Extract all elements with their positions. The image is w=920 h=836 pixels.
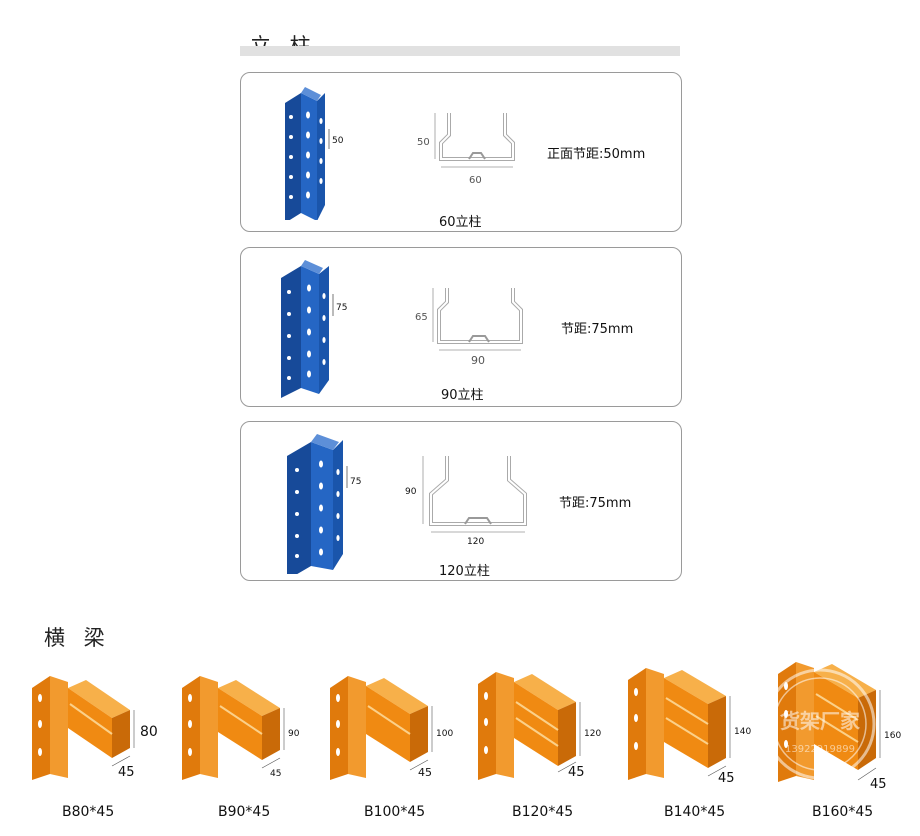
beam-illustration: 80 45: [32, 676, 158, 780]
beam-illustration: 100 45: [330, 676, 453, 780]
watermark-text-main: 货架厂家: [780, 709, 861, 733]
pitch-spec: 正面节距:50mm: [547, 147, 646, 162]
watermark-text-phone: 13922919899: [785, 744, 855, 755]
beam-height-dim: 140: [734, 727, 751, 737]
profile-width-dim: 120: [467, 537, 484, 547]
watermark-seal: 货架厂家 13922919899: [764, 668, 876, 780]
beam-illustration: 90 45: [182, 676, 300, 780]
beam-illustration: 120 45: [478, 672, 601, 780]
beam-label: B80*45: [62, 804, 115, 820]
beam-width-dim: 45: [568, 765, 585, 780]
beam-label: B160*45: [812, 804, 874, 820]
post-pitch-dim: 75: [336, 303, 347, 313]
beam-height-dim: 90: [288, 729, 300, 739]
pitch-spec: 节距:75mm: [561, 322, 634, 337]
upright-caption: 60立柱: [439, 215, 482, 230]
beam-width-dim: 45: [718, 771, 735, 786]
upright-post-illustration: 75: [281, 260, 347, 398]
post-pitch-dim: 75: [350, 477, 361, 487]
beam-illustration: 160 45: [778, 662, 901, 792]
beam-height-dim: 160: [884, 731, 901, 741]
upright-post-illustration: 75: [287, 434, 361, 574]
upright-profile-drawing: 90 120: [405, 456, 527, 547]
upright-panel-90: 75 65 90 节距:75mm 90立柱: [240, 247, 682, 407]
beam-width-dim: 45: [118, 765, 135, 780]
beams-section-title: 横 梁: [44, 626, 111, 650]
pitch-spec: 节距:75mm: [559, 496, 632, 511]
upright-profile-drawing: 65 90: [415, 288, 523, 367]
beam-label: B120*45: [512, 804, 574, 820]
profile-height-dim: 50: [417, 137, 430, 148]
beam-illustration: 140 45: [628, 668, 751, 786]
beam-height-dim: 80: [140, 724, 158, 740]
upright-caption: 90立柱: [441, 388, 484, 403]
uprights-title-underline: [240, 46, 680, 56]
upright-caption: 120立柱: [439, 564, 490, 579]
beam-height-dim: 120: [584, 729, 601, 739]
beam-width-dim: 45: [418, 766, 432, 779]
profile-width-dim: 90: [471, 354, 485, 367]
upright-panel-60: 50 50 60 正面节距:50mm 60立柱: [240, 72, 682, 232]
beam-label: B90*45: [218, 804, 271, 820]
beam-width-dim: 45: [270, 769, 281, 779]
post-pitch-dim: 50: [332, 136, 344, 146]
profile-height-dim: 65: [415, 312, 428, 323]
beam-label: B140*45: [664, 804, 726, 820]
profile-width-dim: 60: [469, 175, 482, 186]
beam-height-dim: 100: [436, 729, 453, 739]
upright-panel-120: 75 90 120 节距:75mm 120立柱: [240, 421, 682, 581]
upright-post-illustration: 50: [285, 87, 344, 220]
beam-width-dim: 45: [870, 777, 887, 792]
beam-label: B100*45: [364, 804, 426, 820]
profile-height-dim: 90: [405, 487, 417, 497]
upright-profile-drawing: 50 60: [417, 113, 515, 186]
